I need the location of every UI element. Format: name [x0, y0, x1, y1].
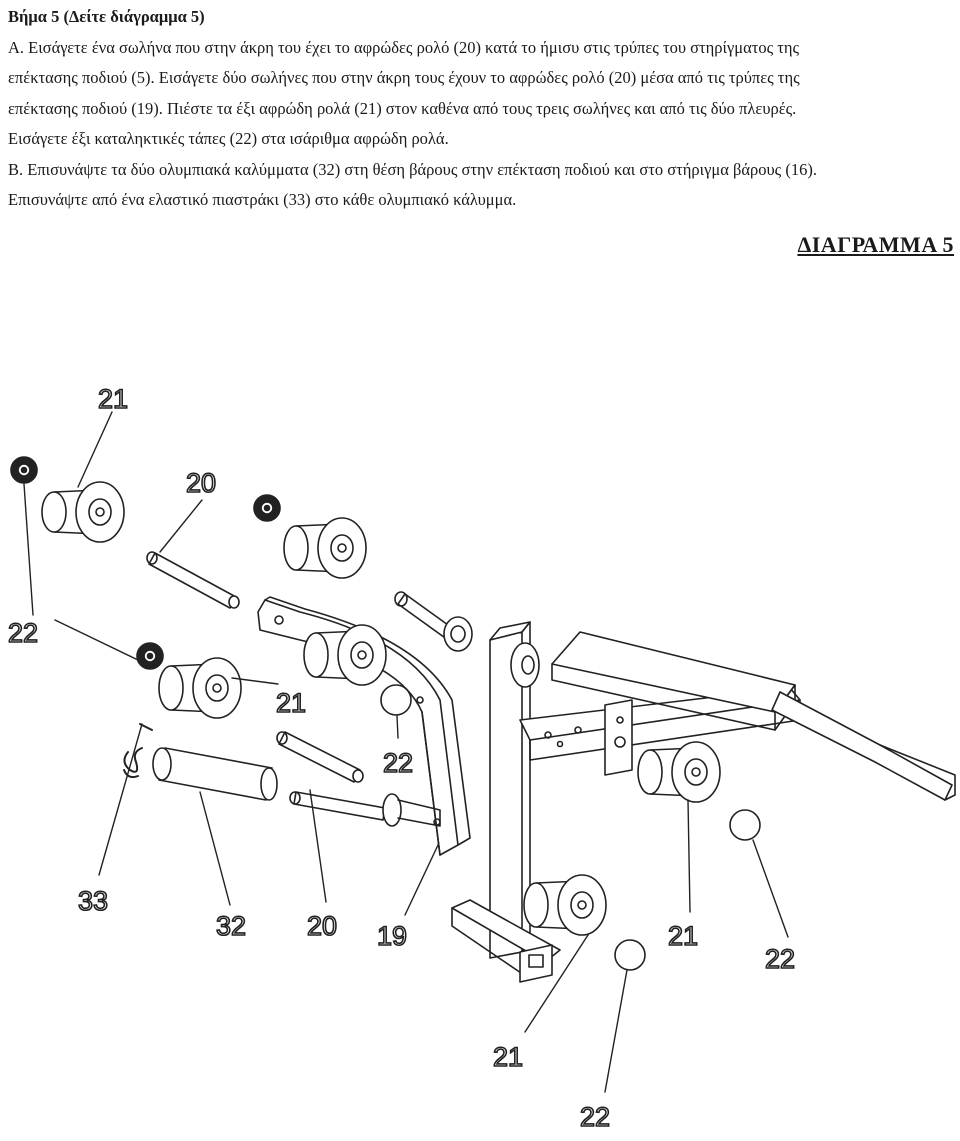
foam-roller: [637, 741, 721, 803]
callout-20: 20: [307, 911, 337, 941]
end-cap: [10, 456, 38, 484]
tube-20-lower: [276, 731, 364, 783]
leader-lines: [23, 411, 789, 1093]
tube-20-top: [146, 551, 240, 609]
assembly-diagram: 21 20 22 21 22 33 32 20 19 21 22 21 22: [7, 383, 956, 1133]
weight-horn: [289, 791, 441, 827]
callout-21: 21: [276, 688, 306, 718]
olympic-sleeve-32: [152, 747, 278, 801]
seat-pad: [551, 631, 796, 731]
callout-21: 21: [493, 1042, 523, 1072]
callout-32: 32: [216, 911, 246, 941]
end-cap: [253, 494, 281, 522]
instruction-line-a4: Εισάγετε έξι καταληκτικές τάπες (22) στα…: [8, 129, 449, 148]
callout-22: 22: [580, 1102, 610, 1132]
instruction-line-b1: B. Επισυνάψτε τα δύο ολυμπιακά καλύμματα…: [8, 159, 817, 179]
foam-roller: [523, 874, 607, 936]
instruction-line-a1: A. Εισάγετε ένα σωλήνα που στην άκρη του…: [8, 37, 800, 57]
callout-labels: 21 20 22 21 22 33 32 20 19 21 22 21 22: [7, 383, 796, 1133]
callout-22: 22: [383, 748, 413, 778]
callout-21: 21: [98, 384, 128, 414]
foam-roller: [158, 657, 242, 719]
end-cap: [614, 939, 646, 971]
pivot-tube: [394, 591, 540, 688]
base-foot: [451, 899, 561, 983]
spring-clip-33: [123, 723, 153, 779]
foam-roller: [303, 624, 387, 686]
callout-21: 21: [668, 921, 698, 951]
instruction-line-a2: επέκτασης ποδιού (5). Εισάγετε δύο σωλήν…: [8, 68, 800, 87]
callout-22: 22: [8, 618, 38, 648]
callout-22: 22: [765, 944, 795, 974]
end-cap: [380, 684, 412, 716]
end-cap: [729, 809, 761, 841]
end-cap: [136, 642, 164, 670]
instructions: Βήμα 5 (Δείτε διάγραμμα 5) A. Εισάγετε έ…: [8, 2, 956, 216]
callout-33: 33: [78, 886, 108, 916]
foam-roller: [41, 481, 125, 543]
step-title: Βήμα 5 (Δείτε διάγραμμα 5): [8, 7, 205, 26]
instruction-line-a3: επέκτασης ποδιού (19). Πιέστε τα έξι αφρ…: [8, 98, 797, 118]
foam-roller: [283, 517, 367, 579]
backrest-frame: [771, 691, 956, 801]
diagram-title: ΔΙΑΓΡΑΜΜΑ 5: [797, 232, 954, 257]
instruction-line-b2: Επισυνάψτε από ένα ελαστικό πιαστράκι (3…: [8, 190, 517, 209]
callout-20: 20: [186, 468, 216, 498]
callout-19: 19: [377, 921, 407, 951]
